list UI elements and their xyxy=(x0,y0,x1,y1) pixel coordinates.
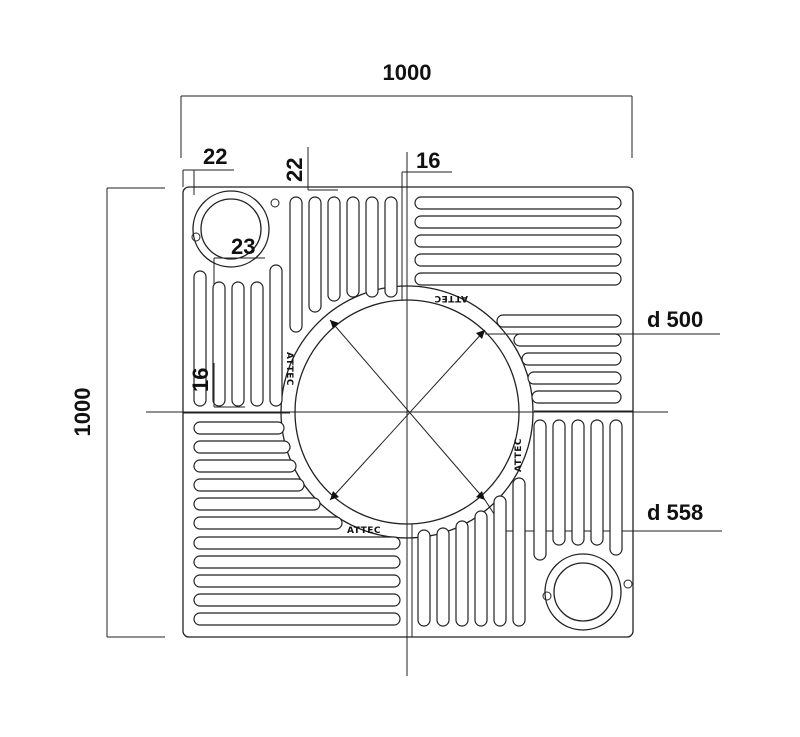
dimension-rim-left: 22 xyxy=(182,144,234,195)
dimension-width: 1000 xyxy=(180,60,633,158)
dimension-width-label: 1000 xyxy=(383,60,432,85)
brand-mark-top: ATTEC xyxy=(434,293,468,303)
dimension-rim-top: 22 xyxy=(282,147,338,191)
dimension-height: 1000 xyxy=(70,187,165,638)
brand-mark-right: ATTEC xyxy=(514,438,524,472)
brand-mark-left: ATTEC xyxy=(284,352,294,386)
gap-center-label: 16 xyxy=(416,148,440,173)
rim-left-label: 22 xyxy=(203,144,227,169)
inner-diameter-label: d 500 xyxy=(647,307,703,332)
slots-top-left xyxy=(193,196,398,407)
dimension-height-label: 1000 xyxy=(70,388,95,437)
dimension-gap-center: 16 xyxy=(401,148,452,187)
diameter-arrows xyxy=(329,319,486,501)
brand-mark-bottom: ATTEC xyxy=(347,526,381,536)
slots-top-right xyxy=(414,196,622,404)
slots-bottom-right xyxy=(417,419,623,627)
corner-hole-bottom-right xyxy=(542,553,633,631)
corner-hole-top-left xyxy=(191,190,280,268)
rim-top-label: 22 xyxy=(282,158,307,182)
dimension-corner-hole: 23 xyxy=(213,234,265,285)
dimension-gap-left: 16 xyxy=(188,363,245,408)
outer-diameter-label: d 558 xyxy=(647,500,703,525)
gap-left-label: 16 xyxy=(188,368,213,392)
corner-hole-label: 23 xyxy=(231,234,255,259)
slots-bottom-left xyxy=(193,421,401,626)
inner-opening xyxy=(294,299,520,525)
outer-ring xyxy=(280,285,534,539)
